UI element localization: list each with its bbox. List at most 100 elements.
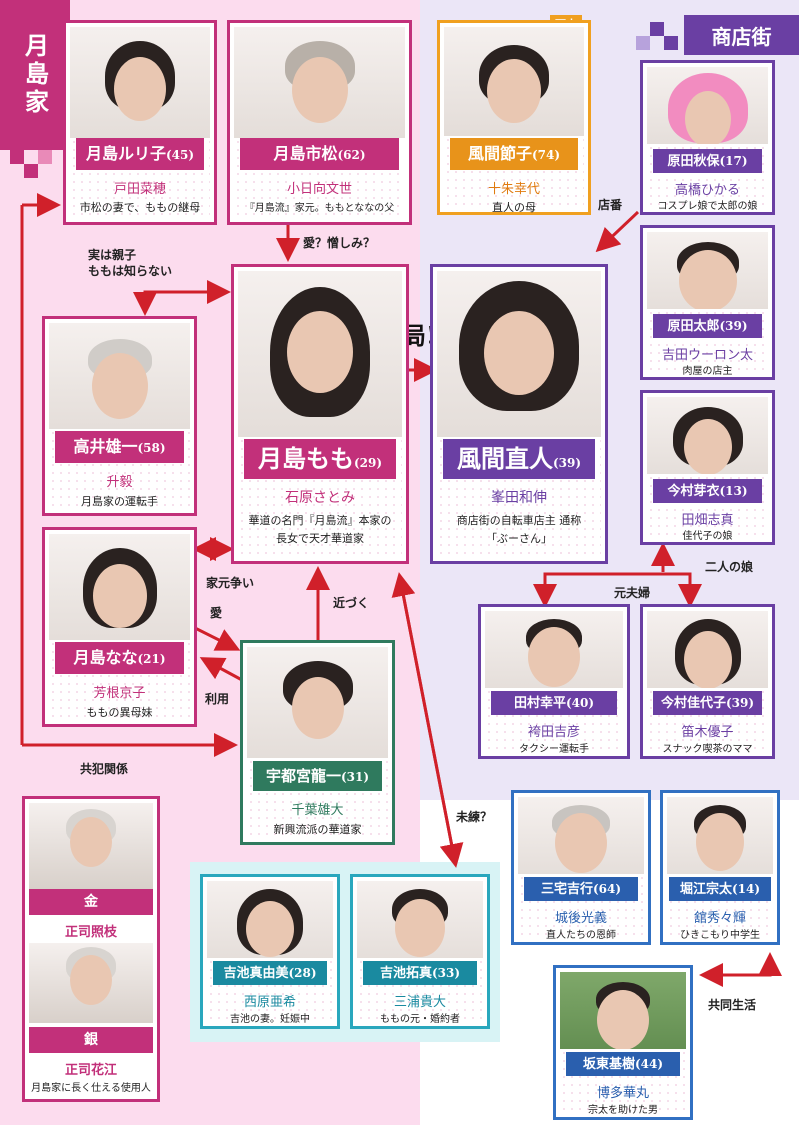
- character-name: 田村幸平(40): [491, 691, 617, 715]
- character-card-miyake[interactable]: 三宅吉行(64) 城後光義 直人たちの恩師: [511, 790, 651, 945]
- portrait-gin: [29, 943, 153, 1023]
- kyouhan-label: 共犯関係: [80, 762, 129, 776]
- character-name: 原田秋保(17): [653, 149, 762, 173]
- character-name: 今村芽衣(13): [653, 479, 762, 503]
- deco-square: [636, 36, 650, 50]
- actor-name: 芳根京子: [93, 686, 146, 701]
- character-name: 月島もも(29): [244, 439, 396, 479]
- character-desc-gin: 月島家に長く仕える使用人: [31, 1083, 151, 1094]
- character-name: 月島なな(21): [55, 642, 184, 674]
- actor-name: 舘秀々輝: [693, 911, 746, 926]
- character-name: 吉池真由美(28): [213, 961, 327, 985]
- character-card-kin-gin[interactable]: 金 正司照枝 銀 正司花江 月島家に長く仕える使用人: [22, 796, 160, 1102]
- oyako-label-2: ももは知らない: [88, 264, 173, 278]
- actor-name: 笛木優子: [681, 725, 734, 740]
- character-name: 今村佳代子(39): [653, 691, 762, 715]
- character-card-momo[interactable]: 月島もも(29) 石原さとみ 華道の名門『月島流』本家の長女で天才華道家: [231, 264, 409, 564]
- character-desc: 華道の名門『月島流』本家の長女で天才華道家: [248, 514, 392, 545]
- character-desc: 新興流派の華道家: [273, 823, 362, 836]
- character-card-utsunomiya[interactable]: 宇都宮龍一(31) 千葉雄大 新興流派の華道家: [240, 640, 395, 845]
- character-name: 堀江宗太(14): [669, 877, 771, 901]
- character-card-tamura[interactable]: 田村幸平(40) 袴田吉彦 タクシー運転手: [478, 604, 630, 759]
- deco-square: [38, 150, 52, 164]
- ai-arrow: [194, 626, 241, 651]
- character-desc: 直人の母: [492, 201, 536, 214]
- character-name: 原田太郎(39): [653, 314, 762, 338]
- ai-label: 愛: [210, 606, 223, 620]
- character-card-takuma[interactable]: 吉池拓真(33) 三浦貴大 ももの元・婚約者: [350, 874, 490, 1029]
- character-card-ichimatsu[interactable]: 月島市松(62) 小日向文世 『月島流』家元。ももとななの父: [227, 20, 412, 225]
- actor-name: 升毅: [106, 475, 133, 490]
- character-name-gin: 銀: [29, 1027, 153, 1053]
- deco-square: [24, 164, 38, 178]
- actor-name: 博多華丸: [596, 1086, 649, 1101]
- actor-name: 城後光義: [554, 911, 607, 926]
- actor-name: 田畑志真: [681, 513, 734, 528]
- deco-square: [10, 150, 24, 164]
- deco-square: [664, 36, 678, 50]
- character-card-taro[interactable]: 原田太郎(39) 吉田ウーロン太 肉屋の店主: [640, 225, 775, 380]
- character-name: 吉池拓真(33): [363, 961, 477, 985]
- character-desc: 商店街の自転車店主 通称「ぶーさん」: [456, 514, 582, 545]
- oyako-label: 実は親子: [88, 248, 137, 262]
- actor-name: 千葉雄大: [291, 803, 344, 818]
- character-desc: 吉池の妻。妊娠中: [230, 1014, 310, 1025]
- tsukishima-family-label: 月島家: [0, 0, 70, 150]
- character-card-takai[interactable]: 高井雄一(58) 升毅 月島家の運転手: [42, 316, 197, 516]
- tobankei-label: 店番: [598, 198, 623, 212]
- character-name: 宇都宮龍一(31): [253, 761, 382, 791]
- character-name: 風間直人(39): [443, 439, 595, 479]
- kyoudou-label: 共同生活: [708, 998, 757, 1012]
- actor-name: 袴田吉彦: [527, 725, 580, 740]
- miren-label: 未練？: [456, 810, 493, 824]
- character-card-mei[interactable]: 今村芽衣(13) 田畑志真 佳代子の娘: [640, 390, 775, 545]
- actor-name-gin: 正司花江: [64, 1063, 117, 1078]
- character-card-horie[interactable]: 堀江宗太(14) 舘秀々輝 ひきこもり中学生: [660, 790, 780, 945]
- character-desc: タクシー運転手: [519, 744, 589, 755]
- character-card-mayumi[interactable]: 吉池真由美(28) 西原亜希 吉池の妻。妊娠中: [200, 874, 340, 1029]
- moto-fuufu-label: 元夫婦: [614, 586, 651, 600]
- deco-square: [650, 22, 664, 36]
- actor-name: 峯田和伸: [491, 490, 547, 506]
- character-name: 三宅吉行(64): [524, 877, 638, 901]
- character-card-bando[interactable]: 坂東基樹(44) 博多華丸 宗太を助けた男: [553, 965, 693, 1120]
- character-desc: 市松の妻で、ももの継母: [79, 201, 201, 214]
- character-desc: 『月島流』家元。ももとななの父: [244, 203, 395, 214]
- shotengai-label: 商店街: [684, 15, 799, 55]
- character-name-kin: 金: [29, 889, 153, 915]
- oyako-arrow: [143, 280, 231, 308]
- character-card-nana[interactable]: 月島なな(21) 芳根京子 ももの異母妹: [42, 527, 197, 727]
- character-desc: スナック喫茶のママ: [662, 744, 753, 755]
- actor-name: 戸田菜穂: [113, 182, 166, 197]
- character-desc: ももの元・婚約者: [380, 1014, 460, 1025]
- actor-name: 石原さとみ: [285, 490, 355, 506]
- futari-musume-label: 二人の娘: [705, 560, 754, 574]
- character-card-ruriko[interactable]: 月島ルリ子(45) 戸田菜穂 市松の妻で、ももの継母: [63, 20, 217, 225]
- actor-name: 吉田ウーロン太: [661, 348, 753, 363]
- character-card-setsuko[interactable]: 風間節子(74) 十朱幸代 直人の母: [437, 20, 591, 215]
- riyou-label: 利用: [205, 692, 230, 706]
- chikazuku-label: 近づく: [333, 596, 370, 610]
- ai-nikushimi-label: 愛？憎しみ？: [303, 236, 376, 250]
- portrait-kin: [29, 803, 153, 889]
- character-card-naoto[interactable]: 風間直人(39) 峯田和伸 商店街の自転車店主 通称「ぶーさん」: [430, 264, 608, 564]
- actor-name: 西原亜希: [243, 995, 296, 1010]
- character-name: 月島市松(62): [240, 138, 399, 170]
- character-card-kayoko[interactable]: 今村佳代子(39) 笛木優子 スナック喫茶のママ: [640, 604, 775, 759]
- character-name: 高井雄一(58): [55, 431, 184, 463]
- kyoudou-arrow: [705, 952, 782, 977]
- character-desc: 肉屋の店主: [682, 366, 733, 377]
- character-name: 風間節子(74): [450, 138, 578, 170]
- character-desc: ひきこもり中学生: [680, 930, 760, 941]
- character-desc: ももの異母妹: [86, 706, 153, 719]
- actor-name: 十朱幸代: [487, 182, 540, 197]
- character-card-aki[interactable]: 原田秋保(17) 高橋ひかる コスプレ娘で太郎の娘: [640, 60, 775, 215]
- tobankei-arrow: [595, 210, 640, 253]
- riyou-arrow: [199, 657, 243, 682]
- character-desc: コスプレ娘で太郎の娘: [657, 201, 758, 212]
- character-name: 坂東基樹(44): [566, 1052, 680, 1076]
- actor-name: 小日向文世: [286, 182, 352, 197]
- actor-name: 三浦貴大: [393, 995, 446, 1010]
- miren-arrow-back: [391, 572, 457, 863]
- actor-name-kin: 正司照枝: [64, 925, 117, 940]
